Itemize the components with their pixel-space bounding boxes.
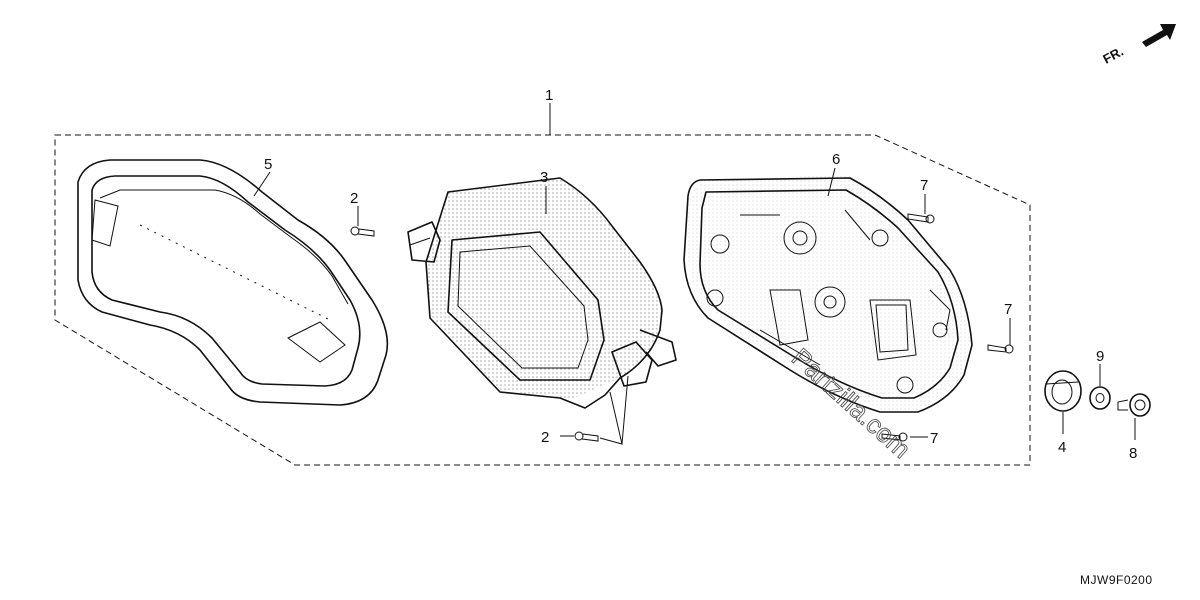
assembly-boundary <box>54 134 1031 466</box>
part-code: MJW9F0200 <box>1080 573 1153 587</box>
screw-7-upper <box>907 213 935 224</box>
meter-visor-cover <box>77 159 389 406</box>
meter-case <box>683 175 973 413</box>
callout-8: 8 <box>1129 445 1137 462</box>
screw-2-upper <box>350 226 375 237</box>
callout-5: 5 <box>264 156 272 173</box>
front-label: FR. <box>1100 44 1126 67</box>
grommet-4 <box>1044 370 1082 412</box>
callouts: 1 2 2 3 4 5 6 7 7 7 8 9 <box>264 87 1137 462</box>
front-direction-marker: FR. <box>1100 24 1176 67</box>
callout-7-upper: 7 <box>920 177 928 194</box>
meter-unit <box>407 177 677 409</box>
washer-9 <box>1089 386 1111 410</box>
callout-1: 1 <box>545 87 553 104</box>
callout-2-lower: 2 <box>541 429 549 446</box>
callout-6: 6 <box>832 151 840 168</box>
callout-7-middle: 7 <box>1004 301 1012 318</box>
screw-7-lower <box>881 432 908 442</box>
callout-3: 3 <box>540 169 548 186</box>
callout-7-lower: 7 <box>930 430 938 447</box>
screw-7-middle <box>987 344 1014 354</box>
callout-4: 4 <box>1058 439 1066 456</box>
callout-2-upper: 2 <box>350 190 358 207</box>
callout-9: 9 <box>1096 348 1104 365</box>
screw-2-lower <box>574 431 599 442</box>
leader-lines <box>253 103 1136 445</box>
bolt-8 <box>1117 393 1151 417</box>
